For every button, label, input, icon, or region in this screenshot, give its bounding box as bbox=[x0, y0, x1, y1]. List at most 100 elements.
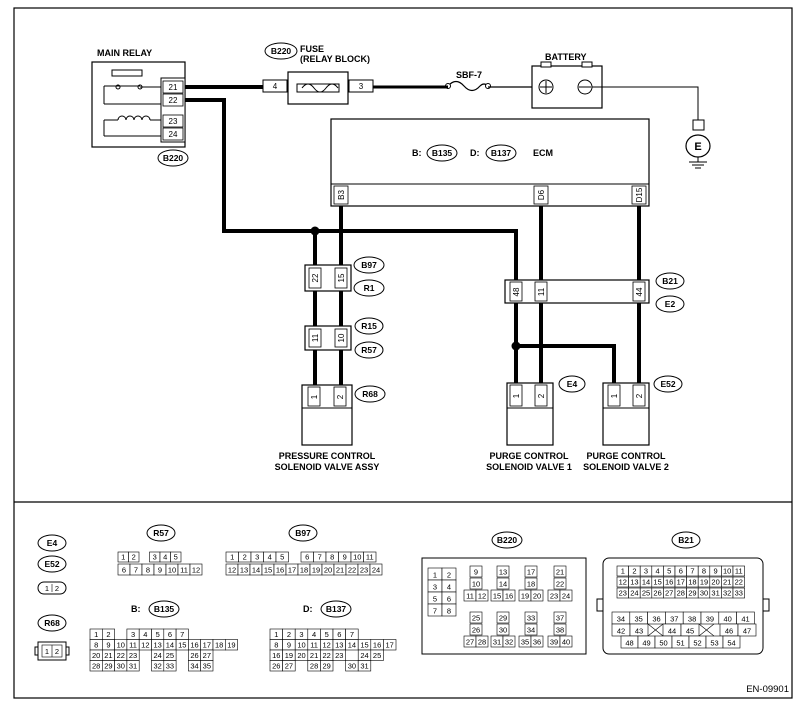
pin-number: 21 bbox=[723, 578, 731, 587]
pin-number: 10 bbox=[472, 580, 480, 589]
r57-pin-cell bbox=[128, 551, 140, 563]
pin-number: 22 bbox=[735, 578, 743, 587]
ecm-box bbox=[330, 118, 650, 207]
pin-number: 33 bbox=[735, 589, 743, 598]
legend-tag-e4 bbox=[37, 534, 67, 552]
tag-r1 bbox=[353, 279, 385, 297]
pin-number: 7 bbox=[350, 630, 354, 639]
pin-number: 14 bbox=[642, 578, 650, 587]
b21-pin-cell bbox=[732, 587, 745, 599]
r15-pin-11: 11 bbox=[311, 333, 320, 342]
purge1-label-1: PURGE CONTROL bbox=[489, 451, 569, 461]
pin-number: 4 bbox=[143, 630, 147, 639]
pin-number: 23 bbox=[619, 589, 627, 598]
pin-number: 23 bbox=[335, 651, 343, 660]
pin-number: 3 bbox=[131, 630, 135, 639]
sbf-label: SBF-7 bbox=[456, 70, 482, 80]
pin-number: 1 bbox=[230, 553, 234, 562]
b220-pin-cell bbox=[496, 565, 510, 578]
pin-number: 53 bbox=[710, 639, 718, 648]
pin-number: 5 bbox=[280, 553, 284, 562]
pcsv-label-2: SOLENOID VALVE ASSY bbox=[275, 462, 380, 472]
pin-number: 7 bbox=[433, 607, 437, 616]
pin-number: 34 bbox=[617, 615, 625, 624]
pin-number: 10 bbox=[297, 641, 305, 650]
ecm-connector-strip bbox=[330, 183, 650, 207]
ecm-b-prefix: B: bbox=[412, 148, 422, 158]
pin-number: 12 bbox=[141, 641, 149, 650]
pin-number: 27 bbox=[665, 589, 673, 598]
r15-pin-10: 10 bbox=[337, 333, 346, 342]
ecm-pin-d15: D15 bbox=[635, 187, 644, 202]
pin-number: 3 bbox=[299, 630, 303, 639]
b220-pin-cell bbox=[559, 589, 573, 602]
pin-number: 17 bbox=[677, 578, 685, 587]
svg-text:R1: R1 bbox=[364, 283, 375, 293]
tag-r57 bbox=[354, 341, 384, 359]
r68-pin-2: 2 bbox=[336, 394, 345, 399]
pin-number: 1 bbox=[274, 630, 278, 639]
b97-pin-cell bbox=[369, 563, 383, 576]
pin-number: 25 bbox=[642, 589, 650, 598]
pin-number: 31 bbox=[711, 589, 719, 598]
blank-pin-cross bbox=[647, 623, 664, 637]
pin-number: 9 bbox=[106, 641, 110, 650]
b220-pin-cell bbox=[496, 611, 510, 624]
b220-pin-cell bbox=[496, 577, 510, 590]
b220-pin-cell bbox=[553, 577, 567, 590]
legend-tag-b220 bbox=[491, 531, 523, 549]
pin-number: 37 bbox=[556, 614, 564, 623]
legend-tag-e52 bbox=[37, 555, 67, 573]
b97-pin-cell bbox=[363, 551, 377, 563]
pin-number: 3 bbox=[433, 583, 437, 592]
fuse-pin-4: 4 bbox=[273, 82, 278, 91]
pin-number: 10 bbox=[117, 641, 125, 650]
b137-pin-cell bbox=[320, 660, 334, 672]
relay-pin-22: 22 bbox=[169, 96, 178, 105]
pin-number: 16 bbox=[276, 566, 284, 575]
pin-number: 18 bbox=[215, 641, 223, 650]
pin-number: 7 bbox=[134, 566, 138, 575]
pin-number: 26 bbox=[653, 589, 661, 598]
pin-number: 12 bbox=[228, 566, 236, 575]
pin-number: 20 bbox=[92, 651, 100, 660]
relay-pin-24: 24 bbox=[169, 130, 178, 139]
pin-number: 22 bbox=[117, 651, 125, 660]
tag-e4 bbox=[558, 375, 586, 393]
b220-pin-cell bbox=[475, 589, 489, 602]
pin-number: 29 bbox=[104, 662, 112, 671]
svg-text:B220: B220 bbox=[497, 535, 518, 545]
svg-text:B137: B137 bbox=[491, 148, 512, 158]
pin-number: 54 bbox=[727, 639, 735, 648]
pin-number: 1 bbox=[621, 567, 625, 576]
pin-number: 19 bbox=[285, 651, 293, 660]
legend-b220-housing bbox=[421, 557, 587, 655]
pin-number: 48 bbox=[625, 639, 633, 648]
legend-tag-b21 bbox=[671, 531, 701, 549]
pin-number: 5 bbox=[156, 630, 160, 639]
b21-connector bbox=[504, 279, 650, 304]
e52-pin-2: 2 bbox=[635, 393, 644, 398]
b135-pin-cell bbox=[200, 660, 214, 672]
pin-number: 21 bbox=[336, 566, 344, 575]
r15-connector bbox=[304, 325, 352, 351]
pressure-control-valve bbox=[301, 384, 353, 446]
pin-number: 2 bbox=[447, 571, 451, 580]
b220-pin-cell bbox=[441, 603, 457, 617]
legend-d-prefix: D: bbox=[303, 604, 313, 614]
pin-number: 18 bbox=[527, 580, 535, 589]
main-relay-label: MAIN RELAY bbox=[97, 48, 152, 58]
pin-number: 20 bbox=[533, 592, 541, 601]
pin-number: 16 bbox=[505, 592, 513, 601]
pin-number: 15 bbox=[264, 566, 272, 575]
svg-text:B21: B21 bbox=[662, 276, 678, 286]
relay-coil-symbol bbox=[103, 115, 161, 137]
b220-pin-cell bbox=[530, 589, 544, 602]
pin-number: 8 bbox=[274, 641, 278, 650]
pin-number: 15 bbox=[178, 641, 186, 650]
relay-pin-23: 23 bbox=[169, 117, 178, 126]
pin-number: 2 bbox=[132, 553, 136, 562]
